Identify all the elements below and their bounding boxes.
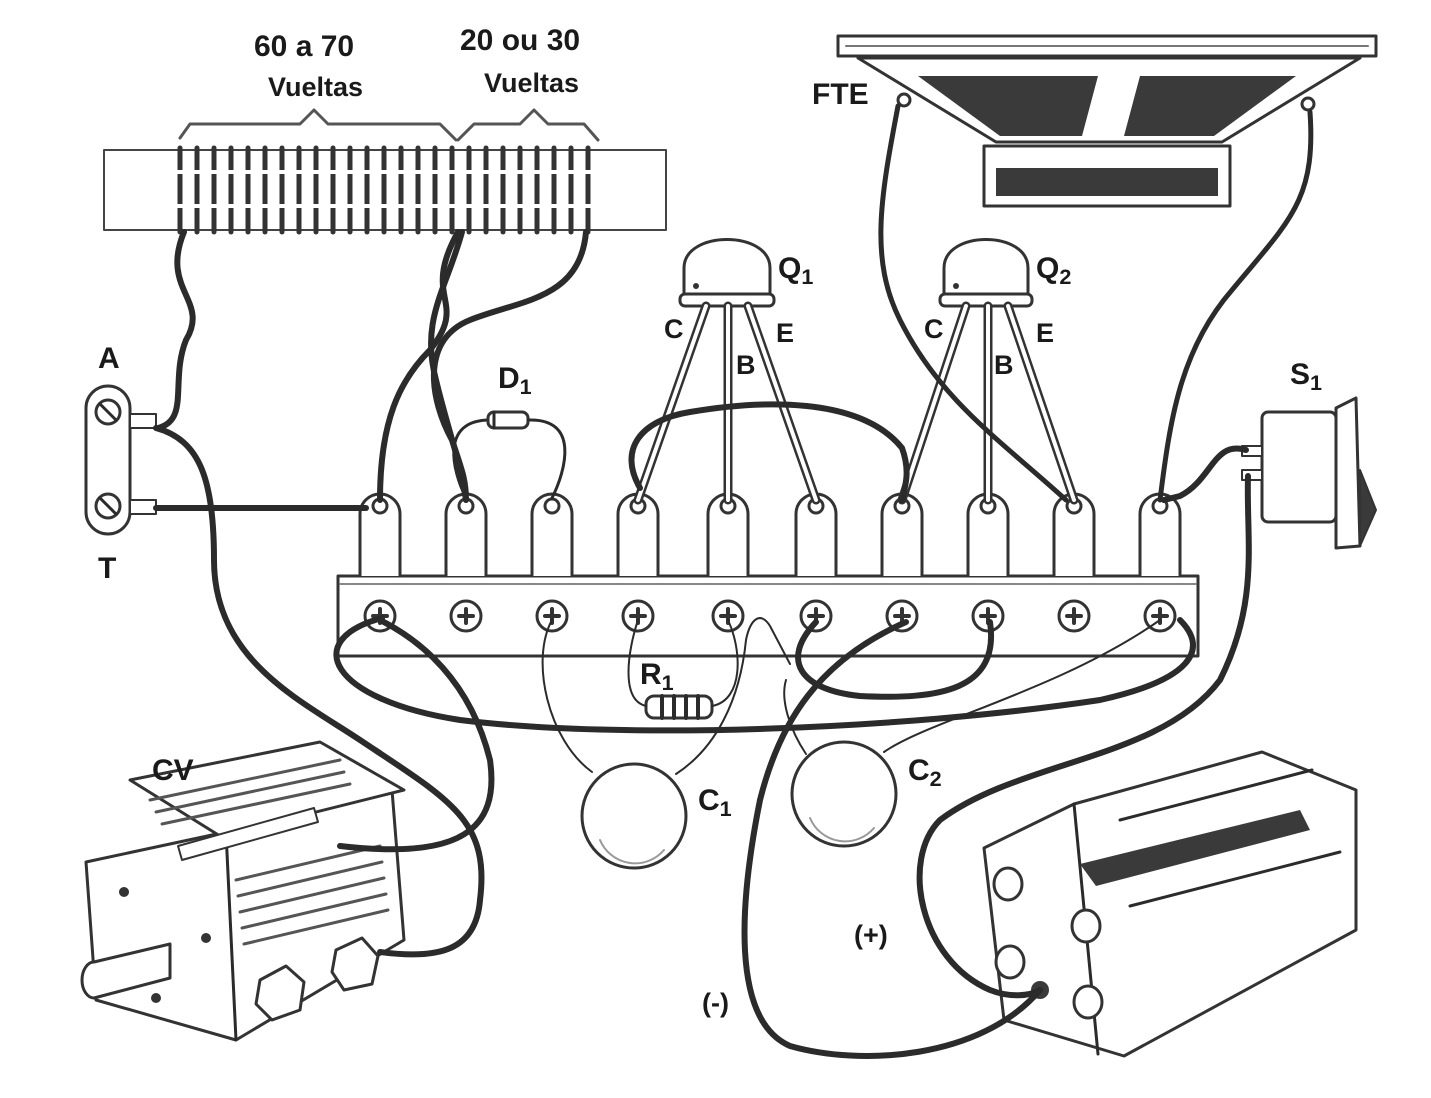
capacitor-c1-label: C1: [698, 784, 732, 822]
battery-negative-label: (-): [702, 988, 729, 1018]
q2-collector-label: C: [924, 314, 944, 344]
coil-windings: [177, 145, 591, 235]
speaker-label: FTE: [812, 78, 869, 111]
battery-positive-label: (+): [854, 920, 888, 950]
coil-section2-unit: Vueltas: [484, 68, 580, 98]
capacitor-c2-label: C2: [908, 754, 942, 792]
capacitor-c2: [783, 619, 1161, 848]
wires: [153, 103, 1314, 1059]
coil-section2-turns: 20 ou 30: [460, 24, 581, 57]
wire-strip-bottom: [333, 615, 1196, 734]
coil-section1-unit: Vueltas: [268, 72, 364, 102]
wire-screw3-screw7: [741, 619, 1043, 1059]
diode-d1: [452, 410, 567, 500]
ground-label: T: [98, 552, 117, 585]
wire-speaker-right: [1157, 109, 1314, 503]
wire-q1c-q2c: [628, 401, 910, 503]
capacitor-c1: [541, 617, 791, 870]
wire-antenna-cv: [153, 425, 485, 958]
wire-cv-lug1: [337, 617, 495, 853]
antenna-ground-block: [84, 384, 157, 536]
wire-screw6-screw8: [795, 619, 995, 700]
speaker: [836, 34, 1378, 208]
transistor-q2: [897, 238, 1079, 505]
q1-collector-label: C: [664, 314, 684, 344]
transistor-q1: [633, 238, 821, 505]
wire-coil-antenna: [155, 229, 196, 431]
switch-s1: [1241, 396, 1377, 550]
variable-capacitor-cv: [80, 740, 406, 1042]
coil-section1-turns: 60 a 70: [254, 30, 355, 63]
q1-emitter-label: E: [776, 318, 795, 348]
q1-base-label: B: [736, 350, 756, 380]
speaker-terminal-left: [896, 92, 912, 108]
switch-label: S1: [1290, 358, 1323, 396]
resistor-label: R1: [640, 658, 674, 696]
cv-shaft: [80, 942, 172, 1000]
terminal-strip: [336, 492, 1200, 658]
diode-label: D1: [498, 362, 532, 400]
terminal-lug-holes: [371, 497, 1169, 515]
variable-capacitor-label: CV: [152, 754, 194, 787]
terminal-lugs: [358, 492, 1182, 578]
speaker-cone: [856, 56, 1362, 144]
wire-switch-lug10: [1161, 445, 1249, 503]
wire-speaker-left: [878, 103, 1069, 503]
wire-coil-end-d1: [430, 229, 589, 503]
q2-base-label: B: [994, 350, 1014, 380]
battery-holder: [982, 750, 1358, 1058]
q2-emitter-label: E: [1036, 318, 1055, 348]
transistor-q1-label: Q1: [778, 252, 814, 290]
wire-switch-battery-positive: [916, 473, 1252, 999]
coil-braces: [178, 108, 600, 142]
speaker-terminal-right: [1300, 96, 1316, 112]
coil: [103, 108, 667, 235]
resistor-r1: [627, 619, 739, 720]
antenna-label: A: [98, 342, 120, 375]
transistor-q2-label: Q2: [1036, 252, 1072, 290]
